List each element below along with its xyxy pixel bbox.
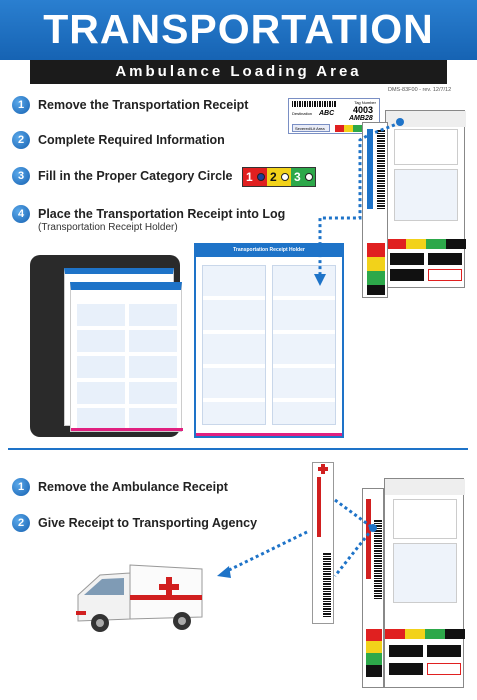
destination-value: ABC <box>319 110 335 117</box>
barcode-icon <box>374 519 382 599</box>
destination-label: Destination <box>292 111 313 116</box>
form-code: DMS-83F00 - rev. 12/7/12 <box>388 87 452 93</box>
header-banner: TRANSPORTATION <box>0 0 477 60</box>
holder-title: Transportation Receipt Holder <box>233 247 305 253</box>
category-2: 2 <box>267 168 291 186</box>
step-number-badge: 2 <box>12 131 30 149</box>
category-circle-icon <box>257 173 265 181</box>
category-circles: 1 2 3 <box>242 167 316 187</box>
triage-tag-bottom <box>384 478 465 688</box>
page-title: TRANSPORTATION <box>43 6 434 52</box>
tag-number-label: Tag Number <box>354 100 376 105</box>
category-circle-icon <box>281 173 289 181</box>
triage-tag-strip <box>362 122 388 298</box>
step-label: Place the Transportation Receipt into Lo… <box>38 207 286 221</box>
section-divider <box>8 448 468 450</box>
dotted-arrow-icon <box>217 498 377 578</box>
category-1: 1 <box>243 168 267 186</box>
category-3: 3 <box>291 168 315 186</box>
triage-tag-bottom-strip <box>362 488 384 688</box>
area-field: Severed/Lit Area <box>292 124 330 132</box>
receipt-log-sheet <box>70 282 183 432</box>
step-label: Remove the Ambulance Receipt <box>38 480 228 494</box>
agency-value: AMB28 <box>349 115 373 122</box>
step-number-badge: 4 <box>12 205 30 223</box>
step-label: Complete Required Information <box>38 133 225 147</box>
transportation-receipt-holder: Transportation Receipt Holder <box>194 243 344 438</box>
category-circle-icon <box>305 173 313 181</box>
tag-number: 4003 <box>352 105 373 115</box>
step-label: Fill in the Proper Category Circle <box>38 169 233 183</box>
barcode-icon <box>377 129 385 209</box>
step-number-badge: 1 <box>12 96 30 114</box>
step-number-badge: 2 <box>12 514 30 532</box>
ambulance-icon <box>76 564 203 632</box>
page-subtitle: Ambulance Loading Area <box>115 63 362 80</box>
step-number-badge: 1 <box>12 478 30 496</box>
step-label: Remove the Transportation Receipt <box>38 98 249 112</box>
step-label: Give Receipt to Transporting Agency <box>38 516 258 530</box>
barcode-icon <box>323 553 331 617</box>
step-sublabel: (Transportation Receipt Holder) <box>38 222 178 233</box>
subtitle-bar: Ambulance Loading Area <box>30 60 447 84</box>
step-number-badge: 3 <box>12 167 30 185</box>
dotted-arrow-icon <box>314 118 404 286</box>
barcode-icon <box>292 101 336 107</box>
ambulance-receipt <box>312 462 334 624</box>
